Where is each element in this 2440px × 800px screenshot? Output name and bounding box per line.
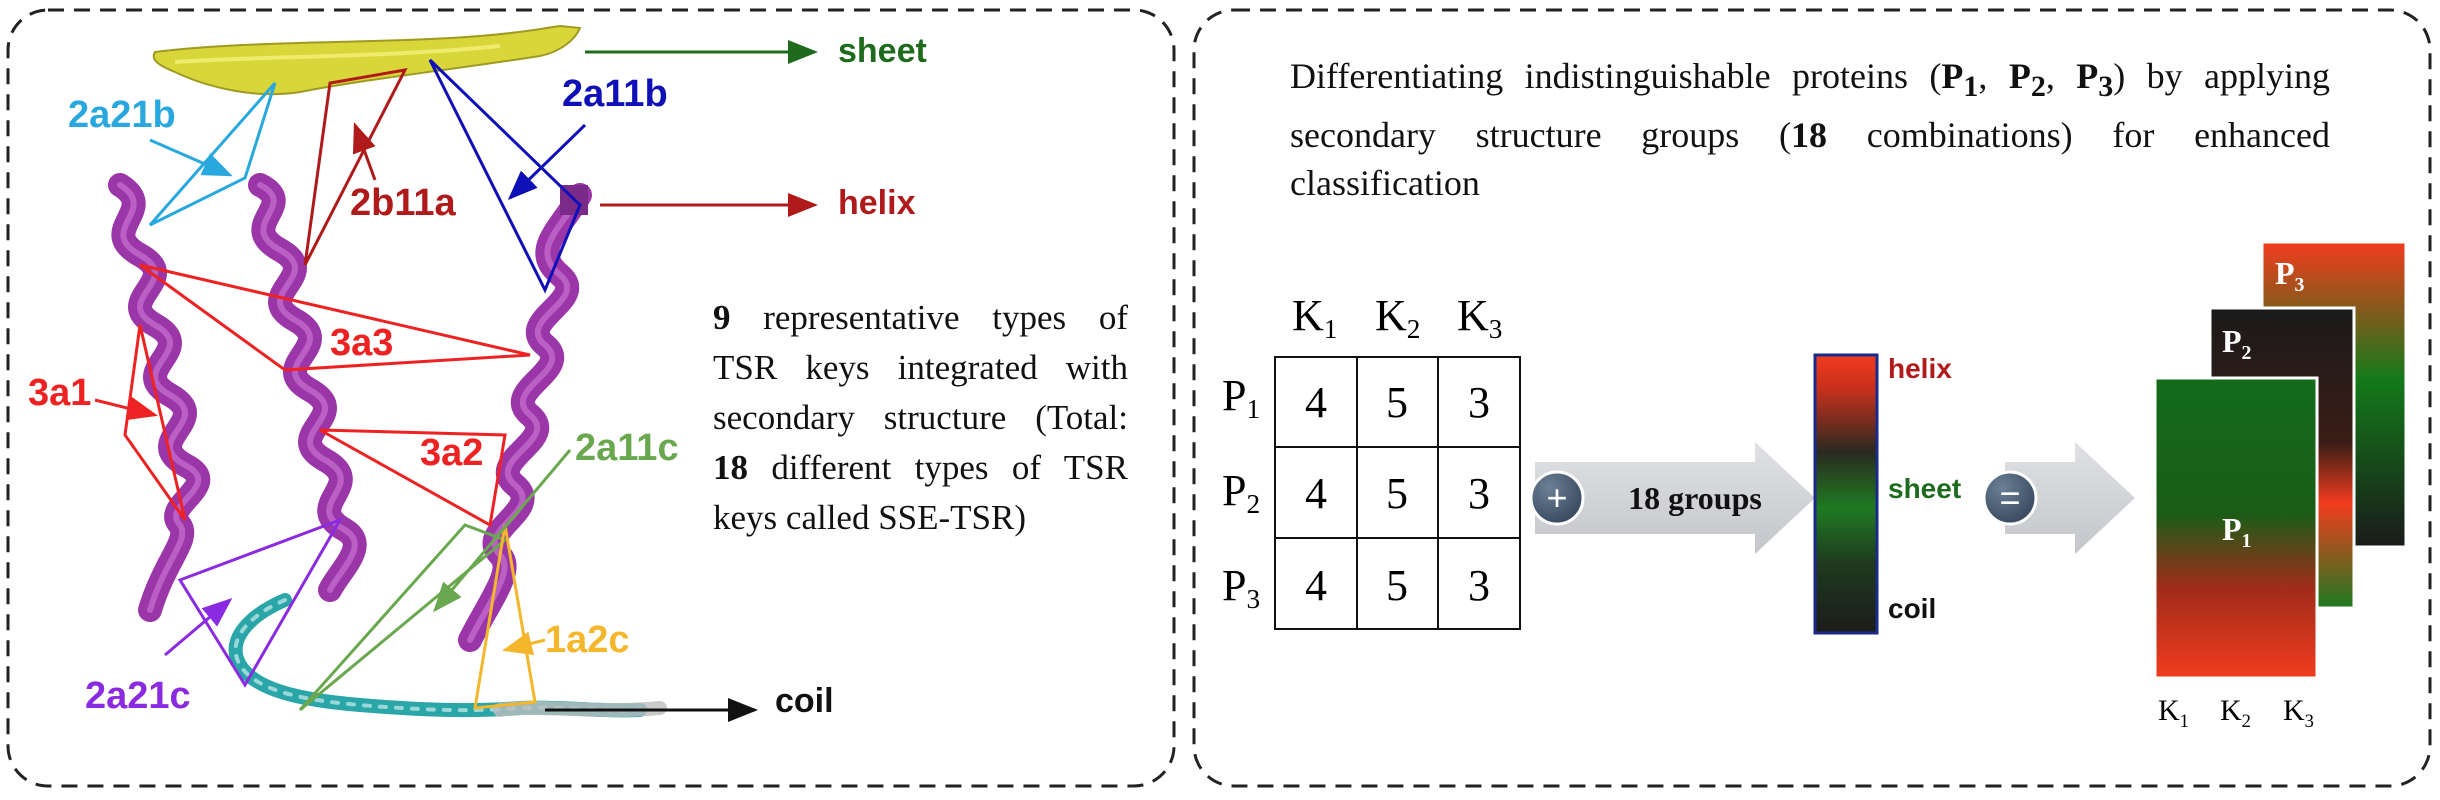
triangle-3a2 (319, 428, 507, 528)
key-label-3a1: 3a1 (28, 372, 91, 414)
protein-map-stack: P3 P2 P1 (2153, 240, 2408, 680)
groups-label: 18 groups (1628, 480, 1762, 516)
arrow-2a21b (149, 138, 233, 177)
tsr-description: 9 representative types of TSR keys integ… (713, 298, 1128, 537)
triangle-2a21c (177, 517, 344, 688)
plus-circle (1529, 470, 1585, 526)
key-label-3a2: 3a2 (420, 432, 483, 474)
triangle-1a2c (473, 524, 537, 710)
key-label-2a11b: 2a11b (562, 73, 668, 115)
col-header-k2: K2 (1375, 291, 1420, 344)
groups-arrow (1535, 442, 1815, 554)
triangle-3a1 (123, 324, 187, 521)
right-panel-heading: Differentiating indistinguishable protei… (1290, 56, 2331, 204)
table-cell: 5 (1386, 378, 1408, 427)
result-arrow (2005, 442, 2135, 554)
helix-3 (458, 183, 592, 652)
row-header-p3: P3 (1222, 561, 1260, 614)
secondary-structure-colorbar (1813, 353, 1879, 635)
colorbar-helix-label: helix (1888, 353, 1952, 384)
table-cell: 4 (1305, 469, 1327, 518)
map-axis-k1: K1 (2158, 694, 2189, 732)
arrow-2a11c (433, 449, 572, 613)
arrow-3a1 (94, 396, 158, 421)
row-header-p2: P2 (1222, 466, 1260, 519)
protein-map-p1 (2153, 376, 2319, 680)
right-panel-border (1192, 8, 2432, 788)
triangle-3a3 (139, 263, 531, 372)
table-cell: 4 (1305, 561, 1327, 610)
coil-label: coil (775, 682, 834, 720)
table-cell: 3 (1468, 469, 1490, 518)
tsr-key-triangles (123, 58, 582, 712)
key-count-table: K1 K2 K3 P1 P2 P3 4 5 3 4 5 3 4 5 3 (1222, 291, 1521, 630)
table-cell: 4 (1305, 378, 1327, 427)
colorbar-coil-label: coil (1888, 593, 1936, 624)
col-header-k1: K1 (1292, 291, 1337, 344)
key-label-2a21c: 2a21c (85, 675, 191, 717)
triangle-2a11b (428, 58, 582, 294)
map-label-p2: P2 (2222, 323, 2252, 364)
map-axis-k2: K2 (2220, 694, 2251, 732)
equals-circle (1982, 470, 2038, 526)
key-label-3a3: 3a3 (330, 322, 393, 364)
arrow-2a21c (164, 598, 233, 657)
table-cell: 3 (1468, 378, 1490, 427)
arrow-1a2c (502, 631, 546, 656)
key-label-2a21b: 2a21b (68, 94, 176, 136)
map-axis-k3: K3 (2283, 694, 2314, 732)
map-label-p1: P1 (2222, 511, 2251, 552)
table-cell: 5 (1386, 561, 1408, 610)
triangle-2a11c (298, 523, 508, 712)
map-label-p3: P3 (2275, 255, 2305, 296)
helix-label: helix (838, 184, 916, 222)
arrow-2b11a (352, 122, 377, 181)
table-cell: 5 (1386, 469, 1408, 518)
col-header-k3: K3 (1457, 291, 1502, 344)
plus-symbol: + (1546, 477, 1567, 518)
key-label-2a11c: 2a11c (575, 427, 679, 469)
colorbar-sheet-label: sheet (1888, 473, 1961, 504)
left-panel-border (6, 8, 1176, 788)
table-cell: 3 (1468, 561, 1490, 610)
arrow-2a11b (507, 123, 587, 201)
key-label-1a2c: 1a2c (545, 619, 630, 661)
row-header-p1: P1 (1222, 371, 1260, 424)
sheet-label: sheet (838, 32, 927, 70)
key-label-2b11a: 2b11a (350, 182, 457, 224)
equals-symbol: = (1999, 477, 2020, 518)
beta-sheet-ribbon (152, 24, 582, 96)
triangle-2b11a (303, 68, 408, 266)
